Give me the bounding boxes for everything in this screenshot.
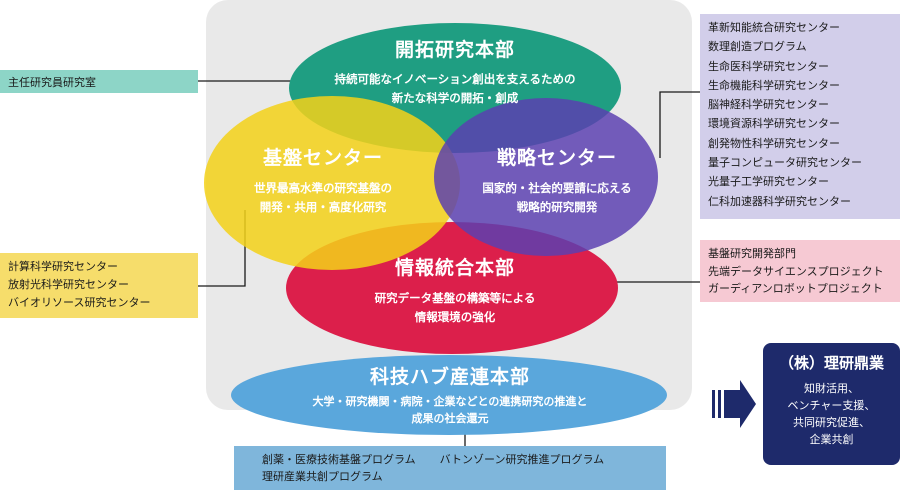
joho-units-box: 基盤研究開発部門 先端データサイエンスプロジェクト ガーディアンロボットプロジェ… (700, 240, 900, 302)
ellipse-senryaku (434, 98, 658, 256)
list-item: 創薬・医療技術基盤プログラム (262, 453, 416, 466)
list-item: バイオリソース研究センター (8, 296, 151, 309)
hub-desc-1: 大学・研究機関・病院・企業などとの連携研究の推進と (312, 395, 588, 408)
riken-kanae-line: 共同研究促進、 (793, 416, 870, 429)
list-item: ガーディアンロボットプロジェクト (708, 282, 883, 295)
list-item: 環境資源科学研究センター (708, 117, 840, 131)
joho-desc-2: 情報環境の強化 (414, 310, 496, 324)
kiban-desc-2: 開発・共用・高度化研究 (259, 200, 387, 214)
list-item: 計算科学研究センター (8, 260, 118, 273)
list-item: 数理創造プログラム (708, 40, 807, 54)
list-item: バトンゾーン研究推進プログラム (439, 453, 605, 466)
senryaku-desc-2: 戦略的研究開発 (516, 200, 598, 214)
list-item: 革新知能統合研究センター (708, 21, 840, 34)
joho-title: 情報統合本部 (394, 257, 515, 279)
riken-kanae-line: 企業共創 (809, 433, 854, 446)
list-item: 基盤研究開発部門 (708, 247, 796, 260)
list-item: 量子コンピュータ研究センター (708, 156, 862, 170)
hub-title: 科技ハブ産連本部 (369, 366, 530, 388)
list-item: 生命医科学研究センター (708, 59, 829, 73)
programs-row-1: 創薬・医療技術基盤プログラム バトンゾーン研究推進プログラム (262, 451, 638, 468)
shunin-lab-box: 主任研究員研究室 (0, 70, 198, 93)
list-item: 先端データサイエンスプロジェクト (708, 264, 884, 278)
ellipse-kiban (204, 96, 460, 270)
list-item: 仁科加速器科学研究センター (708, 194, 851, 208)
kiban-centers-box: 計算科学研究センター 放射光科学研究センター バイオリソース研究センター (0, 253, 198, 318)
senryaku-centers-box: 革新知能統合研究センター 数理創造プログラム 生命医科学研究センター 生命機能科… (700, 14, 900, 219)
joho-label: 情報統合本部 研究データ基盤の構築等による 情報環境の強化 (330, 253, 580, 327)
hub-label: 科技ハブ産連本部 大学・研究機関・病院・企業などとの連携研究の推進と 成果の社会… (255, 362, 645, 427)
senryaku-label: 戦略センター 国家的・社会的要請に応える 戦略的研究開発 (462, 143, 652, 217)
riken-kanae-line: 知財活用、 (804, 382, 859, 395)
kaitaku-desc-2: 新たな科学の開拓・創成 (391, 91, 519, 105)
list-item: 脳神経科学研究センター (708, 98, 829, 112)
list-item: 主任研究員研究室 (8, 76, 96, 89)
kaitaku-title: 開拓研究本部 (394, 39, 515, 61)
hub-desc-2: 成果の社会還元 (411, 412, 489, 425)
kaitaku-label: 開拓研究本部 持続可能なイノベーション創出を支えるための 新たな科学の開拓・創成 (310, 35, 600, 108)
senryaku-desc-1: 国家的・社会的要請に応える (482, 181, 632, 195)
riken-kanae-line: ベンチャー支援、 (787, 399, 876, 412)
ellipse-hub (231, 355, 667, 435)
senryaku-title: 戦略センター (496, 147, 617, 169)
hub-programs-box: 創薬・医療技術基盤プログラム バトンゾーン研究推進プログラム 理研産業共創プログラ… (234, 446, 666, 490)
kiban-desc-1: 世界最高水準の研究基盤の (254, 181, 392, 195)
connector-right-top (659, 91, 700, 158)
arrow-icon (712, 380, 756, 428)
kaitaku-desc-1: 持続可能なイノベーション創出を支えるための (334, 72, 576, 86)
kiban-label: 基盤センター 世界最高水準の研究基盤の 開発・共用・高度化研究 (218, 143, 428, 217)
list-item: 創発物性科学研究センター (708, 136, 840, 150)
riken-kanae-box: （株）理研鼎業 知財活用、 ベンチャー支援、 共同研究促進、 企業共創 (763, 343, 900, 465)
riken-kanae-title: （株）理研鼎業 (778, 354, 884, 372)
joho-desc-1: 研究データ基盤の構築等による (374, 291, 536, 305)
kiban-title: 基盤センター (262, 147, 383, 169)
list-item: 生命機能科学研究センター (708, 78, 840, 92)
programs-row-2: 理研産業共創プログラム (262, 468, 638, 485)
list-item: 理研産業共創プログラム (262, 470, 383, 483)
list-item: 放射光科学研究センター (8, 278, 129, 291)
list-item: 光量子工学研究センター (708, 175, 829, 189)
